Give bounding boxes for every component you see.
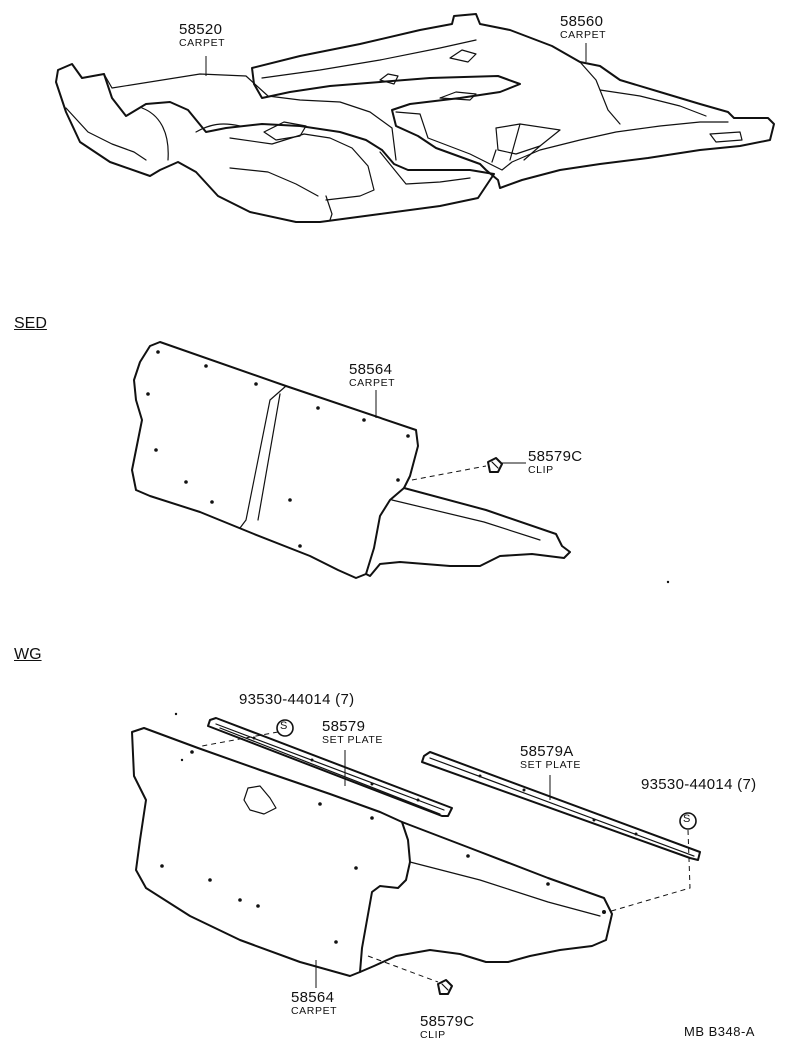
leader-lines — [205, 43, 587, 988]
wg-set-plate-drawing — [207, 717, 453, 817]
callout-wg-clip: 58579C CLIP — [420, 1014, 474, 1041]
callout-wg-screw-left: 93530-44014 (7) — [239, 691, 355, 708]
wg-carpet-drawing — [131, 712, 613, 977]
part-number: 58560 — [560, 13, 604, 30]
part-number: 58579A — [520, 743, 574, 760]
callout-rear-carpet: 58560 CARPET — [560, 14, 606, 41]
wg-clip-icon — [437, 979, 453, 995]
part-number: 58564 — [349, 361, 393, 378]
wg-screw-right-guide — [607, 829, 691, 913]
part-number: 58579C — [420, 1013, 475, 1030]
callout-front-carpet: 58520 CARPET — [179, 22, 225, 49]
screw-symbol-right: S — [683, 813, 691, 825]
section-label-wg: WG — [14, 646, 42, 663]
sed-clip-guide — [411, 465, 487, 481]
section-label-sed: SED — [14, 315, 47, 332]
callout-wg-carpet: 58564 CARPET — [291, 990, 337, 1017]
wg-screw-left-guide — [201, 731, 279, 747]
part-number: 58579C — [528, 448, 583, 465]
part-name: SET PLATE — [322, 734, 384, 746]
callout-wg-screw-right: 93530-44014 (7) — [641, 776, 757, 793]
part-number: 58564 — [291, 989, 335, 1006]
screw-symbol-left: S — [280, 720, 288, 732]
part-number: 58579 — [322, 718, 366, 735]
callout-sed-clip: 58579C CLIP — [528, 449, 582, 476]
front-carpet-drawing — [55, 63, 495, 223]
wg-screw-left-icon — [276, 719, 294, 737]
wg-set-plate-a-drawing — [421, 751, 701, 861]
part-name: CARPET — [560, 29, 607, 41]
part-name: SET PLATE — [520, 759, 582, 771]
rear-carpet-drawing — [251, 13, 775, 189]
callout-sed-carpet: 58564 CARPET — [349, 362, 395, 389]
sed-carpet-drawing — [131, 341, 670, 584]
sed-clip-icon — [487, 457, 503, 473]
callout-wg-set-plate: 58579 SET PLATE — [322, 719, 383, 746]
part-name: CARPET — [291, 1005, 338, 1017]
callout-wg-set-plate-a: 58579A SET PLATE — [520, 744, 581, 771]
part-name: CARPET — [349, 377, 396, 389]
part-name: CLIP — [528, 464, 554, 476]
wg-clip-guide — [367, 955, 439, 983]
part-name: CARPET — [179, 37, 226, 49]
part-number: 58520 — [179, 21, 223, 38]
diagram-code: MB B348-A — [684, 1024, 755, 1039]
wg-screw-right-icon — [679, 812, 697, 830]
part-name: CLIP — [420, 1029, 446, 1041]
